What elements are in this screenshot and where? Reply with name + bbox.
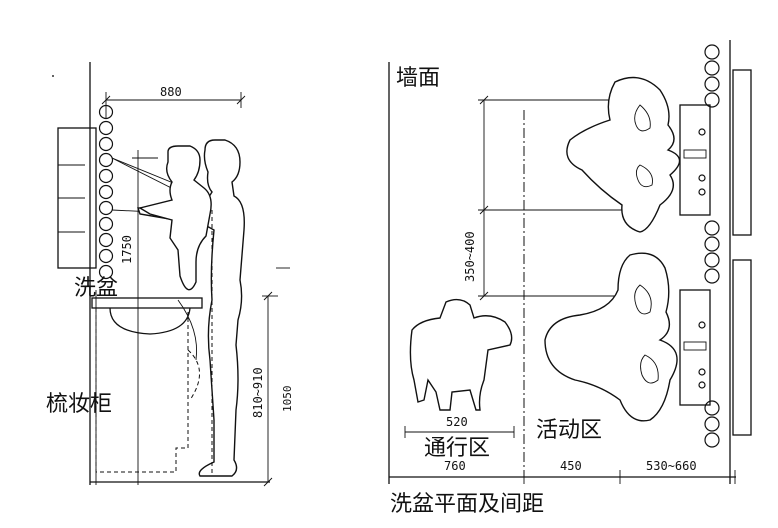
label-wall: 墙面 [396, 66, 441, 91]
person-passage [409, 298, 513, 411]
vanity-cabinet-outline [95, 308, 189, 473]
dim-sink-spacing: 350~400 [463, 231, 477, 282]
second-person [138, 145, 212, 291]
dim-passage-width: 760 [444, 459, 466, 473]
sink-upper [679, 104, 711, 216]
sink-lower [679, 289, 711, 406]
person-top-view-lower [544, 252, 678, 422]
counter-top [91, 297, 203, 309]
plan-light-bulbs [704, 44, 720, 448]
person-top-view-upper [566, 76, 681, 233]
dim-fixture-depth: 530~660 [646, 459, 697, 473]
dim-eye-height: 1750 [120, 235, 134, 264]
label-vanity-cabinet: 梳妆柜 [46, 392, 113, 417]
plan-view [388, 40, 752, 484]
diagram-caption: 洗盆平面及间距 [390, 492, 545, 517]
dim-basin-height: 810~910 [251, 367, 265, 418]
label-washbasin: 洗盆 [74, 276, 119, 301]
light-bulbs [98, 104, 114, 280]
dim-counter-height: 1050 [281, 385, 294, 413]
dim-reach-width: 880 [160, 85, 182, 99]
dim-passage-body-width: 520 [446, 415, 468, 429]
label-activity-zone: 活动区 [536, 418, 603, 443]
elevation-view [52, 62, 290, 487]
dim-activity-width: 450 [560, 459, 582, 473]
label-passage-zone: 通行区 [424, 436, 491, 461]
